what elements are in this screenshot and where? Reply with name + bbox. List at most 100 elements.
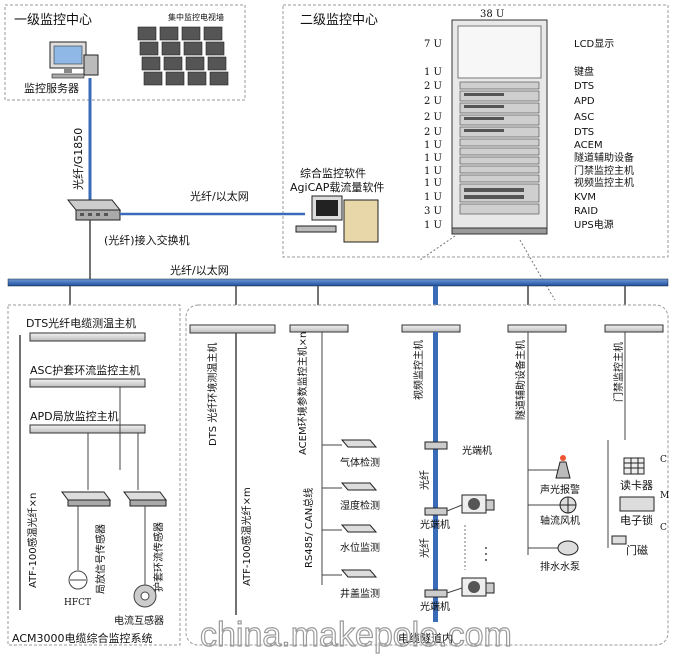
main-ethernet-bus (7, 278, 669, 287)
apd-host-label: APD局放监控主机 (30, 409, 119, 423)
svg-text:3 U: 3 U (424, 206, 442, 217)
fiber-eth-label: 光纤/以太网 (190, 189, 249, 203)
card-reader-icon (623, 457, 645, 475)
water-sensor-icon (340, 524, 378, 533)
fan-icon (559, 496, 577, 514)
video-host-label: 视频监控主机 (412, 340, 425, 400)
dts-host-label: DTS光纤电缆测温主机 (26, 316, 136, 330)
rack-row: 1 U 隧道辅助设备 (424, 151, 634, 164)
c1-label: C (660, 455, 667, 465)
server-label: 监控服务器 (24, 81, 79, 95)
fiber-vertical-label-2: 光纤 (418, 538, 431, 558)
svg-text:APD: APD (574, 96, 595, 107)
door-host-label: 门禁监控主机 (612, 342, 625, 402)
rack-u-label: 38 U (480, 9, 504, 20)
svg-text:DTS: DTS (574, 127, 594, 138)
rack-row: 2 U APD (424, 96, 595, 107)
alarm-icon (555, 455, 571, 479)
level1-box: 一级监控中心 集中监控电视墙 监控服务器 (4, 4, 246, 101)
svg-text:UPS电源: UPS电源 (574, 218, 614, 231)
hfct-label: HFCT (64, 598, 91, 608)
server-computer-icon (49, 41, 99, 79)
camera-icon (461, 494, 495, 514)
fiber-vertical-label: 光纤 (418, 470, 431, 490)
svg-text:1 U: 1 U (424, 192, 442, 203)
svg-text:1 U: 1 U (424, 140, 442, 151)
svg-text:隧道辅助设备: 隧道辅助设备 (574, 151, 634, 164)
svg-text:1 U: 1 U (424, 67, 442, 78)
bus-label: 光纤/以太网 (170, 263, 229, 277)
well-sensor-icon (340, 569, 378, 578)
door-magnet-icon (611, 535, 627, 545)
level2-title: 二级监控中心 (300, 13, 378, 28)
tv-wall-icon (137, 26, 229, 86)
svg-text:1 U: 1 U (424, 166, 442, 177)
c2-label: C (660, 523, 667, 533)
software2-label: AgiCAP载流量软件 (290, 180, 384, 194)
svg-text:2 U: 2 U (424, 96, 442, 107)
access-switch-icon (66, 199, 122, 221)
current-transformer-icon (133, 584, 157, 608)
alarm-label: 声光报警 (540, 483, 580, 496)
left-panel: DTS光纤电缆测温主机 ASC护套环流监控主机 APD局放监控主机 ATF-10… (7, 304, 181, 646)
card-label: 读卡器 (620, 478, 653, 492)
optical1-label: 光端机 (462, 444, 492, 457)
level2-box: 二级监控中心 38 U (282, 4, 669, 301)
switch-label: (光纤)接入交换机 (104, 233, 190, 247)
sheath-sensor-label: 护套环流传感器 (152, 522, 165, 592)
fiber-g1850-label: 光纤/G1850 (71, 128, 85, 190)
svg-text:1 U: 1 U (424, 153, 442, 164)
sheath-sensor-icon (123, 491, 167, 507)
watermark: china.makepolo.com (200, 616, 512, 654)
aux-host-unit (507, 324, 567, 333)
svg-text:视频监控主机: 视频监控主机 (574, 176, 634, 189)
svg-text:1 U: 1 U (424, 220, 442, 231)
optical3-label: 光端机 (420, 600, 450, 613)
svg-text:KVM: KVM (574, 192, 596, 203)
rack-row: 1 U UPS电源 (424, 218, 614, 231)
tv-wall-label: 集中监控电视墙 (168, 12, 224, 22)
level1-title: 一级监控中心 (14, 13, 92, 28)
optical2-label: 光端机 (420, 518, 450, 531)
fan-label: 轴流风机 (540, 514, 580, 527)
svg-text:2 U: 2 U (424, 81, 442, 92)
water-label: 水位监测 (340, 541, 380, 554)
software-label: 综合监控软件 (300, 166, 366, 180)
ct-label: 电流互感器 (114, 614, 164, 627)
video-host-unit (401, 324, 461, 333)
rack-row: 1 U 门禁监控主机 (424, 164, 634, 177)
pump-label: 排水水泵 (540, 560, 580, 573)
pd-sensor-label: 局放信号传感器 (94, 524, 107, 594)
acem-host-unit (289, 324, 349, 333)
workstation-icon (295, 195, 379, 243)
aux-host-label: 隧道辅助设备主机 (514, 340, 527, 420)
asc-host-label: ASC护套环流监控主机 (30, 363, 140, 377)
tunnel-panel: DTS 光纤环境测温主机 ATF-100感温光纤×m ACEM环境参数监控主机×… (185, 304, 669, 646)
dts-tunnel-host-unit (189, 324, 276, 334)
m-label: M (660, 491, 669, 501)
apd-host-unit (29, 424, 146, 434)
well-label: 井盖监测 (340, 587, 380, 600)
optical-transceiver-icon (424, 441, 448, 450)
gas-sensor-icon (340, 439, 378, 448)
svg-text:门禁监控主机: 门禁监控主机 (574, 164, 634, 177)
dts-host-unit (29, 332, 146, 342)
rack-row: 1 U ACEM (424, 140, 603, 151)
svg-text:ACEM: ACEM (574, 140, 603, 151)
hfct-icon (68, 570, 88, 590)
magnet-label: 门磁 (626, 543, 648, 557)
dts-tunnel-host-label: DTS 光纤环境测温主机 (206, 343, 219, 446)
gas-label: 气体检测 (340, 456, 380, 469)
svg-text:2 U: 2 U (424, 127, 442, 138)
humidity-sensor-icon (340, 482, 378, 491)
svg-text:LCD显示: LCD显示 (574, 38, 614, 50)
optical-transceiver-icon (424, 507, 448, 516)
